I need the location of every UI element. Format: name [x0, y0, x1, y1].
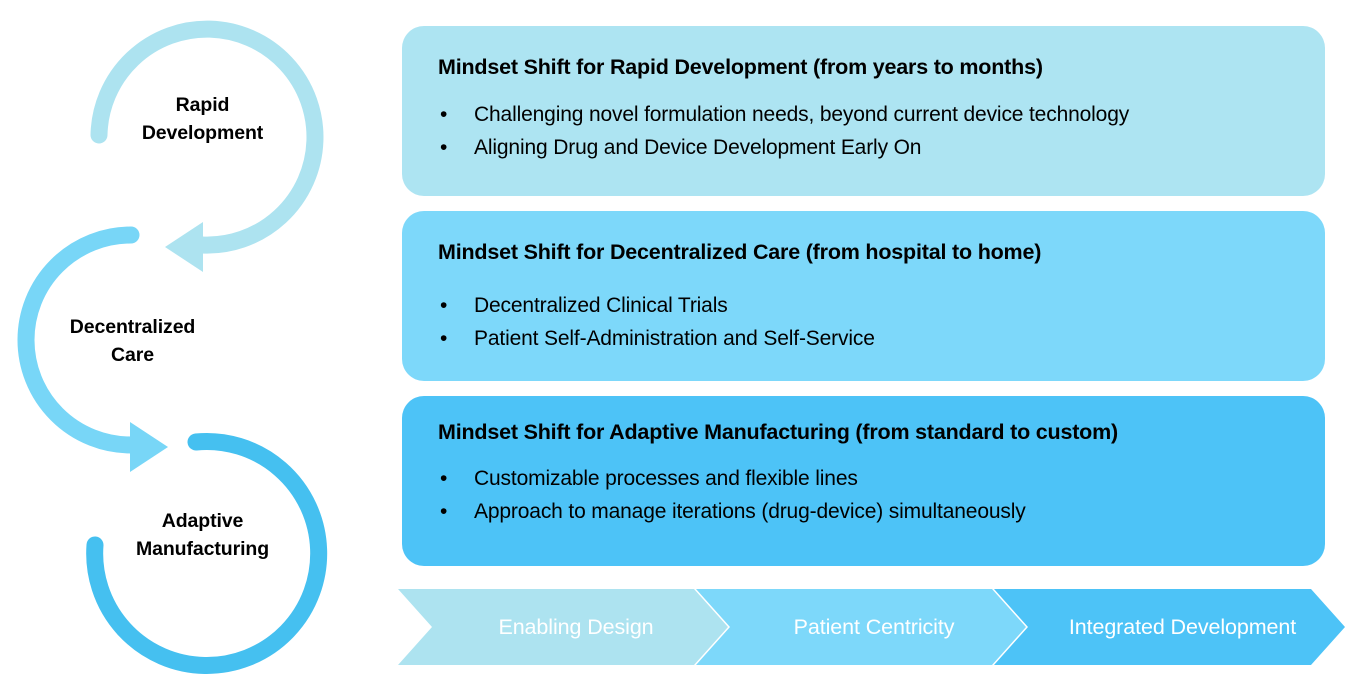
card-bullet-list: • Challenging novel formulation needs, b… [438, 98, 1307, 164]
list-item: • Customizable processes and flexible li… [438, 462, 1307, 495]
list-item-label: Challenging novel formulation needs, bey… [474, 103, 1130, 126]
bullet-dot-icon: • [440, 294, 448, 317]
list-item-label: Approach to manage iterations (drug-devi… [474, 500, 1026, 524]
chevron-step-integrated-development: Integrated Development [994, 589, 1345, 665]
bullet-dot-icon: • [440, 136, 448, 160]
card-title: Mindset Shift for Adaptive Manufacturing… [438, 420, 1118, 444]
bullet-dot-icon: • [440, 500, 448, 524]
list-item-label: Customizable processes and flexible line… [474, 467, 858, 490]
bullet-dot-icon: • [440, 467, 448, 490]
list-item-label: Patient Self-Administration and Self-Ser… [474, 327, 875, 351]
list-item: • Approach to manage iterations (drug-de… [438, 495, 1307, 528]
card-bullet-list: • Customizable processes and flexible li… [438, 462, 1307, 528]
bullet-dot-icon: • [440, 327, 448, 351]
cycle-arcs-graphic [17, 20, 328, 674]
decentralized-care-arc [17, 226, 168, 472]
list-item: • Decentralized Clinical Trials [438, 289, 1307, 322]
chevron-step-label: Integrated Development [1068, 614, 1297, 639]
mindset-card-decentralized-care: Mindset Shift for Decentralized Care (fr… [402, 211, 1325, 381]
list-item: • Aligning Drug and Device Development E… [438, 131, 1307, 164]
chevron-step-enabling-design: Enabling Design [398, 589, 728, 665]
mindset-card-adaptive-manufacturing: Mindset Shift for Adaptive Manufacturing… [402, 396, 1325, 566]
bullet-dot-icon: • [440, 103, 448, 126]
cycle-diagram: Rapid Development Decentralized Care Ada… [0, 0, 400, 674]
list-item: • Patient Self-Administration and Self-S… [438, 322, 1307, 355]
card-title: Mindset Shift for Decentralized Care (fr… [438, 240, 1042, 264]
list-item-label: Aligning Drug and Device Development Ear… [474, 136, 922, 160]
cycle-label-adaptive-manufacturing: Adaptive Manufacturing [135, 510, 270, 560]
adaptive-manufacturing-arc [86, 433, 328, 674]
chevron-step-label: Patient Centricity [793, 614, 955, 639]
process-chevron-bar: Enabling Design Patient Centricity Integ… [398, 589, 1345, 665]
rapid-development-arc [90, 20, 324, 272]
cycle-label-rapid-development: Rapid Development [141, 94, 264, 144]
cycle-label-decentralized-care: Decentralized Care [69, 316, 196, 366]
list-item-label: Decentralized Clinical Trials [474, 294, 728, 317]
chevron-step-patient-centricity: Patient Centricity [696, 589, 1026, 665]
list-item: • Challenging novel formulation needs, b… [438, 98, 1307, 131]
mindset-card-rapid-development: Mindset Shift for Rapid Development (fro… [402, 26, 1325, 196]
card-title: Mindset Shift for Rapid Development (fro… [438, 55, 1043, 79]
card-bullet-list: • Decentralized Clinical Trials • Patien… [438, 289, 1307, 355]
chevron-step-label: Enabling Design [498, 614, 654, 639]
